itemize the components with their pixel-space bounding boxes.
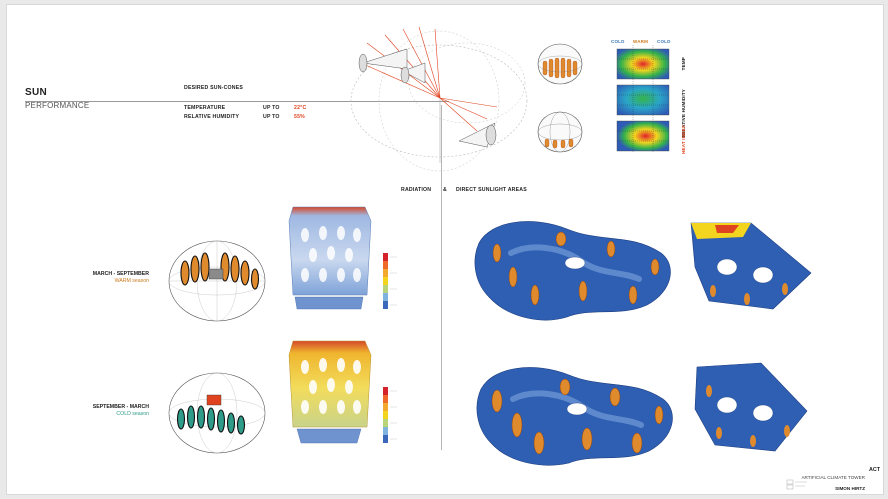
heatmap-label-warm: WARM bbox=[633, 39, 649, 44]
floor-model-cold bbox=[476, 367, 673, 466]
tower-radiation-cold bbox=[288, 340, 372, 444]
section-title-sunlight: DIRECT SUNLIGHT AREAS bbox=[456, 187, 527, 193]
climate-heatmap bbox=[616, 45, 670, 153]
humidity-value: 55% bbox=[294, 114, 305, 120]
season-cold-range: SEPTEMBER - MARCH bbox=[92, 404, 149, 410]
sun-path-diagram-cold bbox=[168, 372, 266, 454]
section-title-amp: & bbox=[443, 187, 447, 193]
sun-subtitle: PERFORMANCE bbox=[25, 101, 90, 110]
heatmap-label-cold-right: COLD bbox=[657, 39, 671, 44]
temperature-qualifier: UP TO bbox=[263, 105, 280, 111]
footer-project: ARTIFICIAL CLIMATE TOWER bbox=[801, 475, 865, 480]
sun-title: SUN bbox=[25, 87, 48, 98]
footer-author: SIMON HIRTZ bbox=[835, 486, 865, 491]
center-divider bbox=[441, 105, 442, 450]
season-warm-range: MARCH - SEPTEMBER bbox=[92, 271, 149, 277]
section-title-radiation: RADIATION bbox=[401, 187, 432, 193]
tower-radiation-warm bbox=[288, 206, 372, 310]
season-cold-name: COLD season bbox=[116, 411, 149, 417]
temperature-value: 22°C bbox=[294, 105, 307, 111]
humidity-label: RELATIVE HUMIDITY bbox=[184, 114, 240, 120]
heatmap-side-heat-index: HEAT INDEX bbox=[681, 125, 686, 154]
radiation-legend-warm bbox=[383, 253, 397, 309]
sun-path-globe-cold bbox=[537, 111, 583, 153]
temperature-label: TEMPERATURE bbox=[184, 105, 226, 111]
floor-model-warm bbox=[474, 221, 671, 321]
heatmap-side-temp: TEMP bbox=[681, 57, 686, 71]
header-divider bbox=[25, 101, 449, 102]
heatmap-label-cold-left: COLD bbox=[611, 39, 625, 44]
desired-heading: DESIRED SUN-CONES bbox=[184, 85, 244, 91]
sun-cone-diagram bbox=[350, 26, 528, 172]
radiation-legend-cold bbox=[383, 387, 397, 443]
floor-detail-warm bbox=[690, 222, 812, 310]
university-logo bbox=[786, 479, 807, 490]
sun-path-globe-warm bbox=[537, 43, 583, 85]
sun-path-diagram-warm bbox=[168, 240, 266, 322]
season-warm-name: WARM season bbox=[114, 278, 149, 284]
humidity-qualifier: UP TO bbox=[263, 114, 280, 120]
floor-detail-cold bbox=[694, 362, 808, 452]
presentation-sheet: SUN PERFORMANCE DESIRED SUN-CONES TEMPER… bbox=[6, 4, 884, 495]
footer-act: ACT bbox=[869, 467, 881, 473]
